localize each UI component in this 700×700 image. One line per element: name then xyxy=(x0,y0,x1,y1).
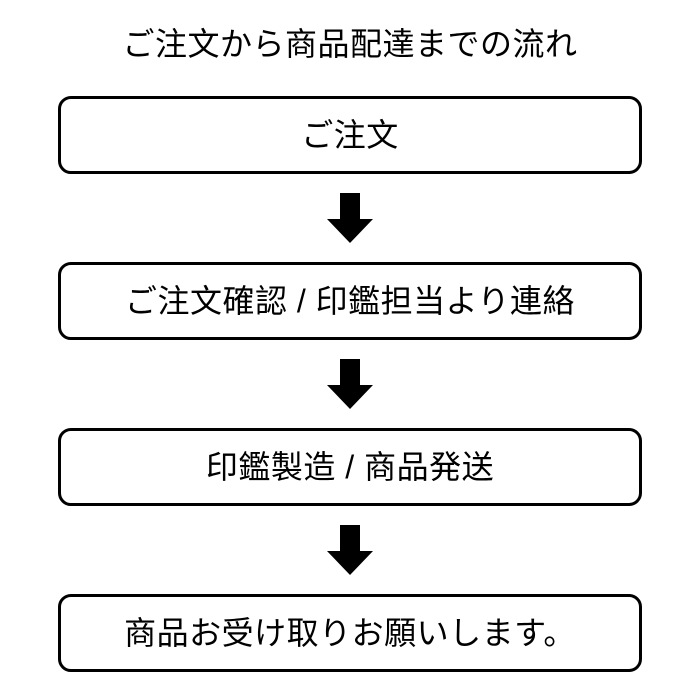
arrow-down-icon xyxy=(326,193,374,243)
flow-step-stack: ご注文 ご注文確認 / 印鑑担当より連絡 印鑑製造 / 商品発送 xyxy=(58,96,642,672)
flow-connector-3 xyxy=(58,506,642,594)
flow-step-3: 印鑑製造 / 商品発送 xyxy=(58,428,642,506)
flow-step-2: ご注文確認 / 印鑑担当より連絡 xyxy=(58,262,642,340)
flow-step-4-label: 商品お受け取りお願いします。 xyxy=(124,615,576,651)
flow-step-2-label: ご注文確認 / 印鑑担当より連絡 xyxy=(124,283,576,319)
flow-connector-1 xyxy=(58,174,642,262)
arrow-down-icon xyxy=(326,525,374,575)
flow-step-4: 商品お受け取りお願いします。 xyxy=(58,594,642,672)
flow-step-3-label: 印鑑製造 / 商品発送 xyxy=(205,449,495,485)
page-title: ご注文から商品配達までの流れ xyxy=(122,26,578,62)
flow-connector-2 xyxy=(58,340,642,428)
arrow-down-icon xyxy=(326,359,374,409)
flow-step-1-label: ご注文 xyxy=(301,117,399,153)
flow-step-1: ご注文 xyxy=(58,96,642,174)
